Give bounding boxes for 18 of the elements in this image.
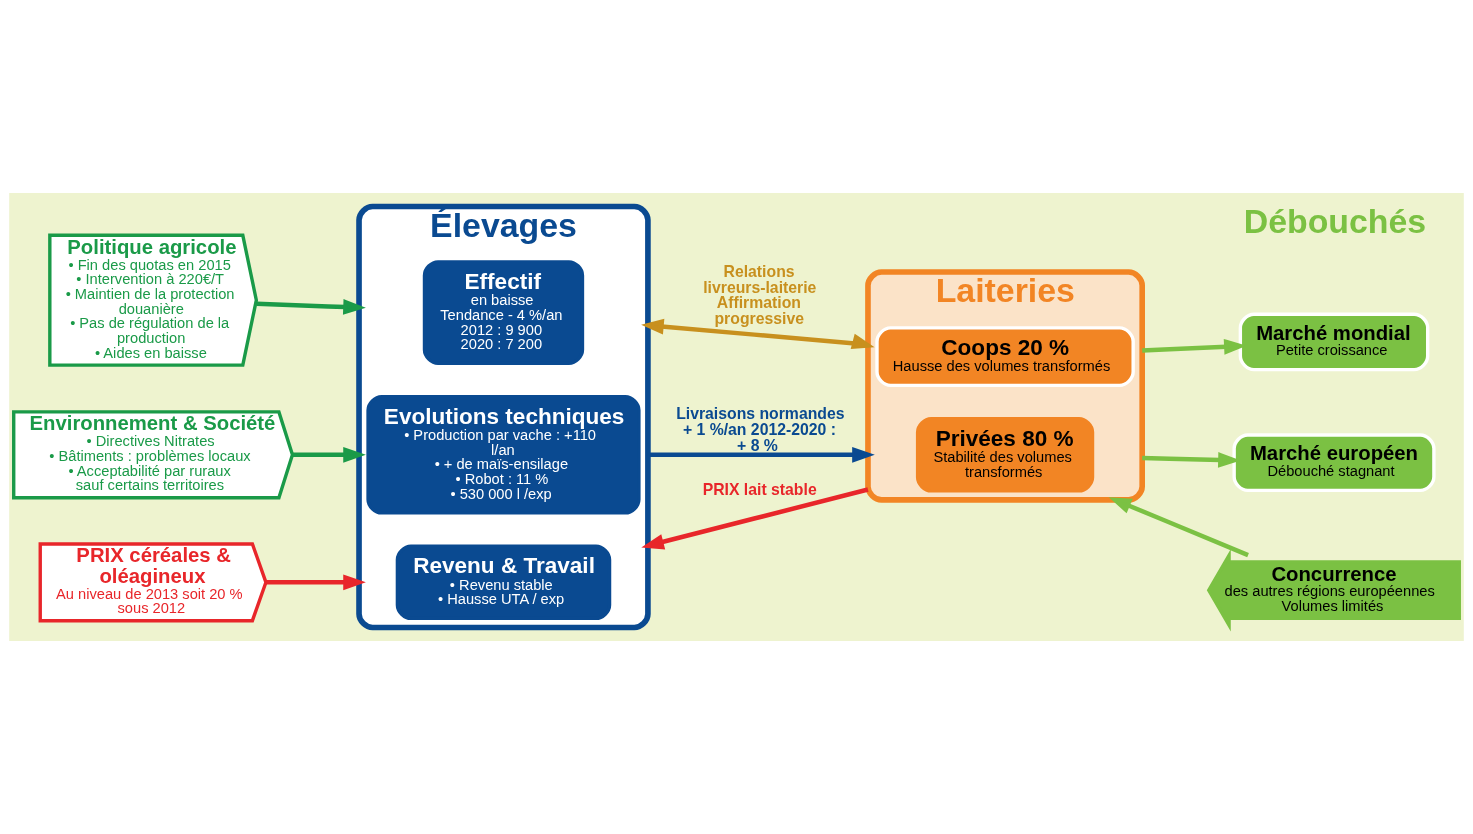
node-box: Revenu & Travail • Revenu stable • Hausse UTA / exp	[395, 544, 612, 621]
arrow	[256, 299, 366, 315]
node-box: Marché européen Débouché stagnant	[1232, 433, 1436, 493]
arrow	[647, 446, 875, 463]
arrow	[266, 574, 366, 591]
arrow	[1108, 497, 1249, 558]
node-box: Evolutions techniques • Production par vache : +110 l/an • + de maïs-ensilage • Robot : 11 % • 530 000 l /exp	[366, 395, 641, 515]
edge-label: Livraisons normandes + 1 %/an 2012-2020 : + 8 %	[676, 404, 845, 454]
node-box: Coops 20 % Hausse des volumes transformés	[875, 326, 1135, 388]
edge-label: PRIX lait stable	[702, 480, 817, 498]
arrow	[641, 487, 869, 550]
node-box: Marché mondial Petite croissance	[1238, 312, 1430, 372]
arrow	[641, 318, 875, 350]
node-box: Effectif en baisse Tendance - 4 %/an 2012 : 9 900 2020 : 7 200	[422, 260, 585, 366]
node-box: Privées 80 % Stabilité des volumes transformés	[915, 417, 1095, 493]
label: Débouchés	[1243, 202, 1427, 241]
arrow	[292, 446, 366, 463]
edge-label: Relations livreurs-laiterie Affirmation progressive	[703, 262, 817, 328]
